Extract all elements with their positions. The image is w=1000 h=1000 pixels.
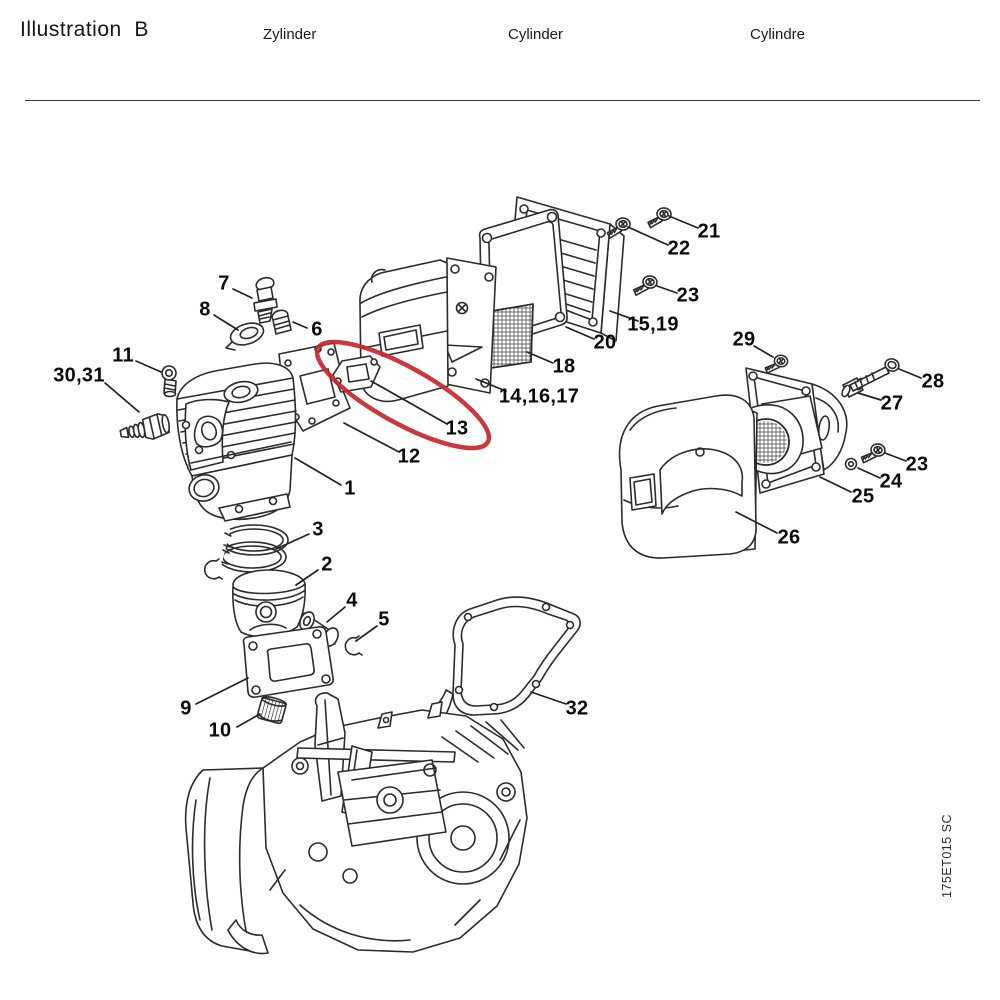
part-label-8: 8 [199,298,211,321]
piston [232,569,306,638]
part-label-21: 21 [697,220,721,243]
circlip-left [203,558,223,580]
part-label-26: 26 [777,526,801,549]
leader-line-7 [232,288,253,299]
plug-screw [271,309,292,335]
piston-rings [208,524,289,573]
column-title-english: Cylinder [508,26,564,43]
leader-line-9 [195,677,249,705]
leader-line-28 [898,368,922,379]
crankcase-gasket [428,596,581,729]
part-label-6: 6 [311,318,323,341]
part-label-20: 20 [593,331,617,354]
part-label-23-top: 23 [676,284,700,307]
leader-line-21 [668,215,699,229]
muffler-body [359,257,497,403]
screw-23-right [859,440,887,467]
part-label-23-right: 23 [905,453,929,476]
leader-line-3 [275,533,310,550]
leader-line-4 [326,606,346,623]
decompression-valve [253,276,278,324]
part-label-29: 29 [732,328,756,351]
part-label-4: 4 [346,589,358,612]
part-label-5: 5 [378,608,390,631]
drawing-code: 175ET015 SC [940,813,954,899]
leader-line-15-19 [609,310,639,322]
part-label-7: 7 [218,272,230,295]
washer-24 [844,457,858,471]
part-label-30-31: 30,31 [53,364,105,387]
cylinder-screw [161,365,177,398]
part-label-15-19: 15,19 [627,313,679,336]
highlight-ellipse [314,339,492,451]
part-label-14-16-17: 14,16,17 [498,385,580,408]
part-label-2: 2 [321,553,333,576]
part-label-1: 1 [344,477,356,500]
part-label-27: 27 [880,392,904,415]
column-title-german: Zylinder [263,26,317,43]
needle-bearing [256,695,287,725]
leader-line-22 [627,226,669,246]
part-label-9: 9 [180,697,192,720]
valve-seat [225,322,265,351]
exhaust-gasket [332,355,381,393]
part-label-25: 25 [851,485,875,508]
leader-line-10 [236,713,261,728]
page-title: Illustration B [20,18,149,41]
cylinder [176,362,297,522]
leader-line-5 [355,625,378,642]
leader-line-23-top [656,285,678,294]
leader-lines [104,215,922,728]
base-gasket [242,626,334,698]
leader-line-27 [857,392,882,401]
leader-line-29 [753,345,774,358]
part-label-32: 32 [565,697,589,720]
part-label-28: 28 [921,370,945,393]
cylinder-gasket [278,342,351,432]
part-label-3: 3 [312,518,324,541]
part-label-24: 24 [879,470,903,493]
leader-line-20 [565,326,595,340]
leader-line-2 [295,569,319,586]
header-divider [25,100,980,101]
leader-line-12 [343,422,400,453]
leader-line-25 [819,476,852,493]
leader-line-1 [294,457,342,486]
part-label-22: 22 [667,237,691,260]
leader-line-6 [292,321,308,329]
spark-plug [119,413,171,440]
part-label-11: 11 [112,344,134,367]
muffler-shell [618,394,758,559]
long-bolt-28 [849,358,900,392]
circlip-5 [344,635,363,656]
leader-line-32 [530,691,567,705]
leader-line-24 [857,467,881,479]
part-label-13: 13 [445,417,469,440]
leader-line-30-31 [104,382,140,413]
leader-line-26 [735,511,778,534]
leader-line-11 [135,360,162,373]
leader-line-14-16-17 [475,378,507,392]
screw-21 [646,205,673,231]
leader-line-23-right [884,452,907,462]
part-label-18: 18 [552,355,576,378]
column-title-french: Cylindre [750,26,806,43]
leader-line-18 [526,351,554,364]
part-label-12: 12 [397,445,421,468]
crankcase-assembly [184,692,528,955]
leader-line-13 [370,380,448,425]
part-label-10: 10 [208,719,232,742]
leader-line-8 [213,314,239,331]
screw-23-top [632,273,659,299]
